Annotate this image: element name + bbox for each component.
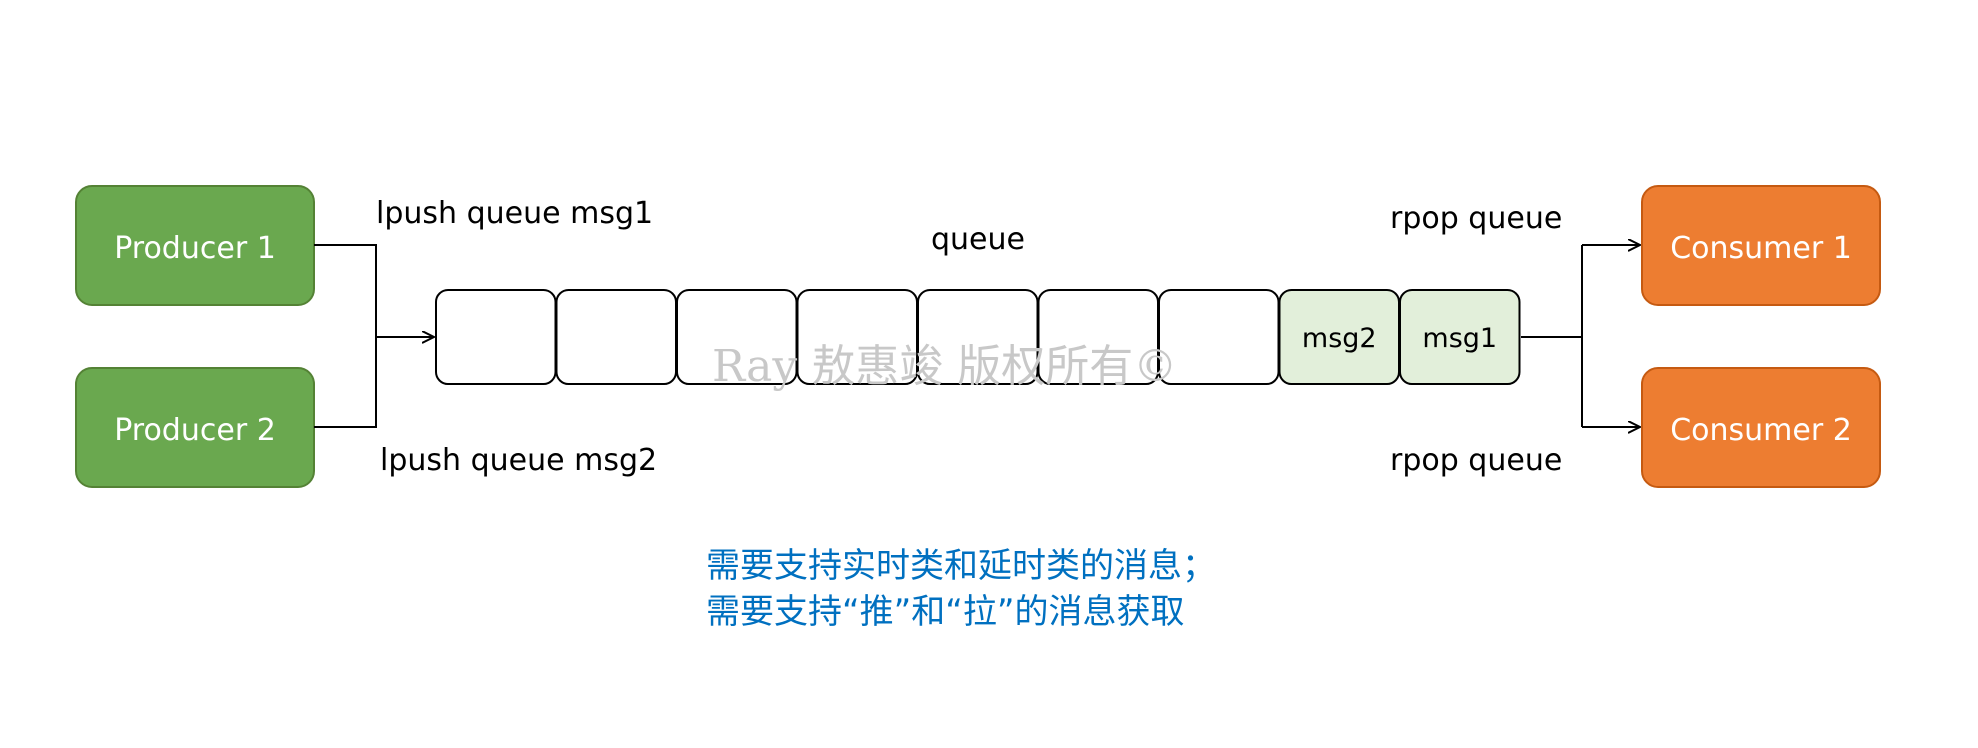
note-line-1: 需要支持实时类和延时类的消息；	[706, 546, 1216, 586]
queue-slot-empty	[555, 289, 677, 385]
queue-slot-empty	[435, 289, 557, 385]
consumer-1-node: Consumer 1	[1641, 185, 1881, 306]
producer-2-label: Producer 2	[114, 413, 276, 448]
producer-connector	[314, 244, 434, 428]
queue-slot-label: msg2	[1302, 323, 1377, 354]
push-label-2: lpush queue msg2	[380, 443, 657, 478]
queue-slots: msg2 msg1	[435, 289, 1521, 385]
queue-title: queue	[931, 222, 1025, 257]
note-line-2: 需要支持“推”和“拉”的消息获取	[706, 592, 1184, 632]
push-label-1: lpush queue msg1	[376, 196, 653, 231]
queue-slot-msg1: msg1	[1399, 289, 1521, 385]
consumer-2-node: Consumer 2	[1641, 367, 1881, 488]
watermark-text: Ray 敖惠竣 版权所有©	[712, 341, 1177, 392]
consumer-connector	[1521, 245, 1640, 427]
queue-slot-label: msg1	[1422, 323, 1497, 354]
queue-slot-msg2: msg2	[1278, 289, 1400, 385]
consumer-1-label: Consumer 1	[1670, 231, 1852, 266]
producer-1-label: Producer 1	[114, 231, 276, 266]
producer-2-node: Producer 2	[75, 367, 315, 488]
pop-label-2: rpop queue	[1390, 443, 1562, 478]
producer-1-node: Producer 1	[75, 185, 315, 306]
consumer-2-label: Consumer 2	[1670, 413, 1852, 448]
pop-label-1: rpop queue	[1390, 201, 1562, 236]
